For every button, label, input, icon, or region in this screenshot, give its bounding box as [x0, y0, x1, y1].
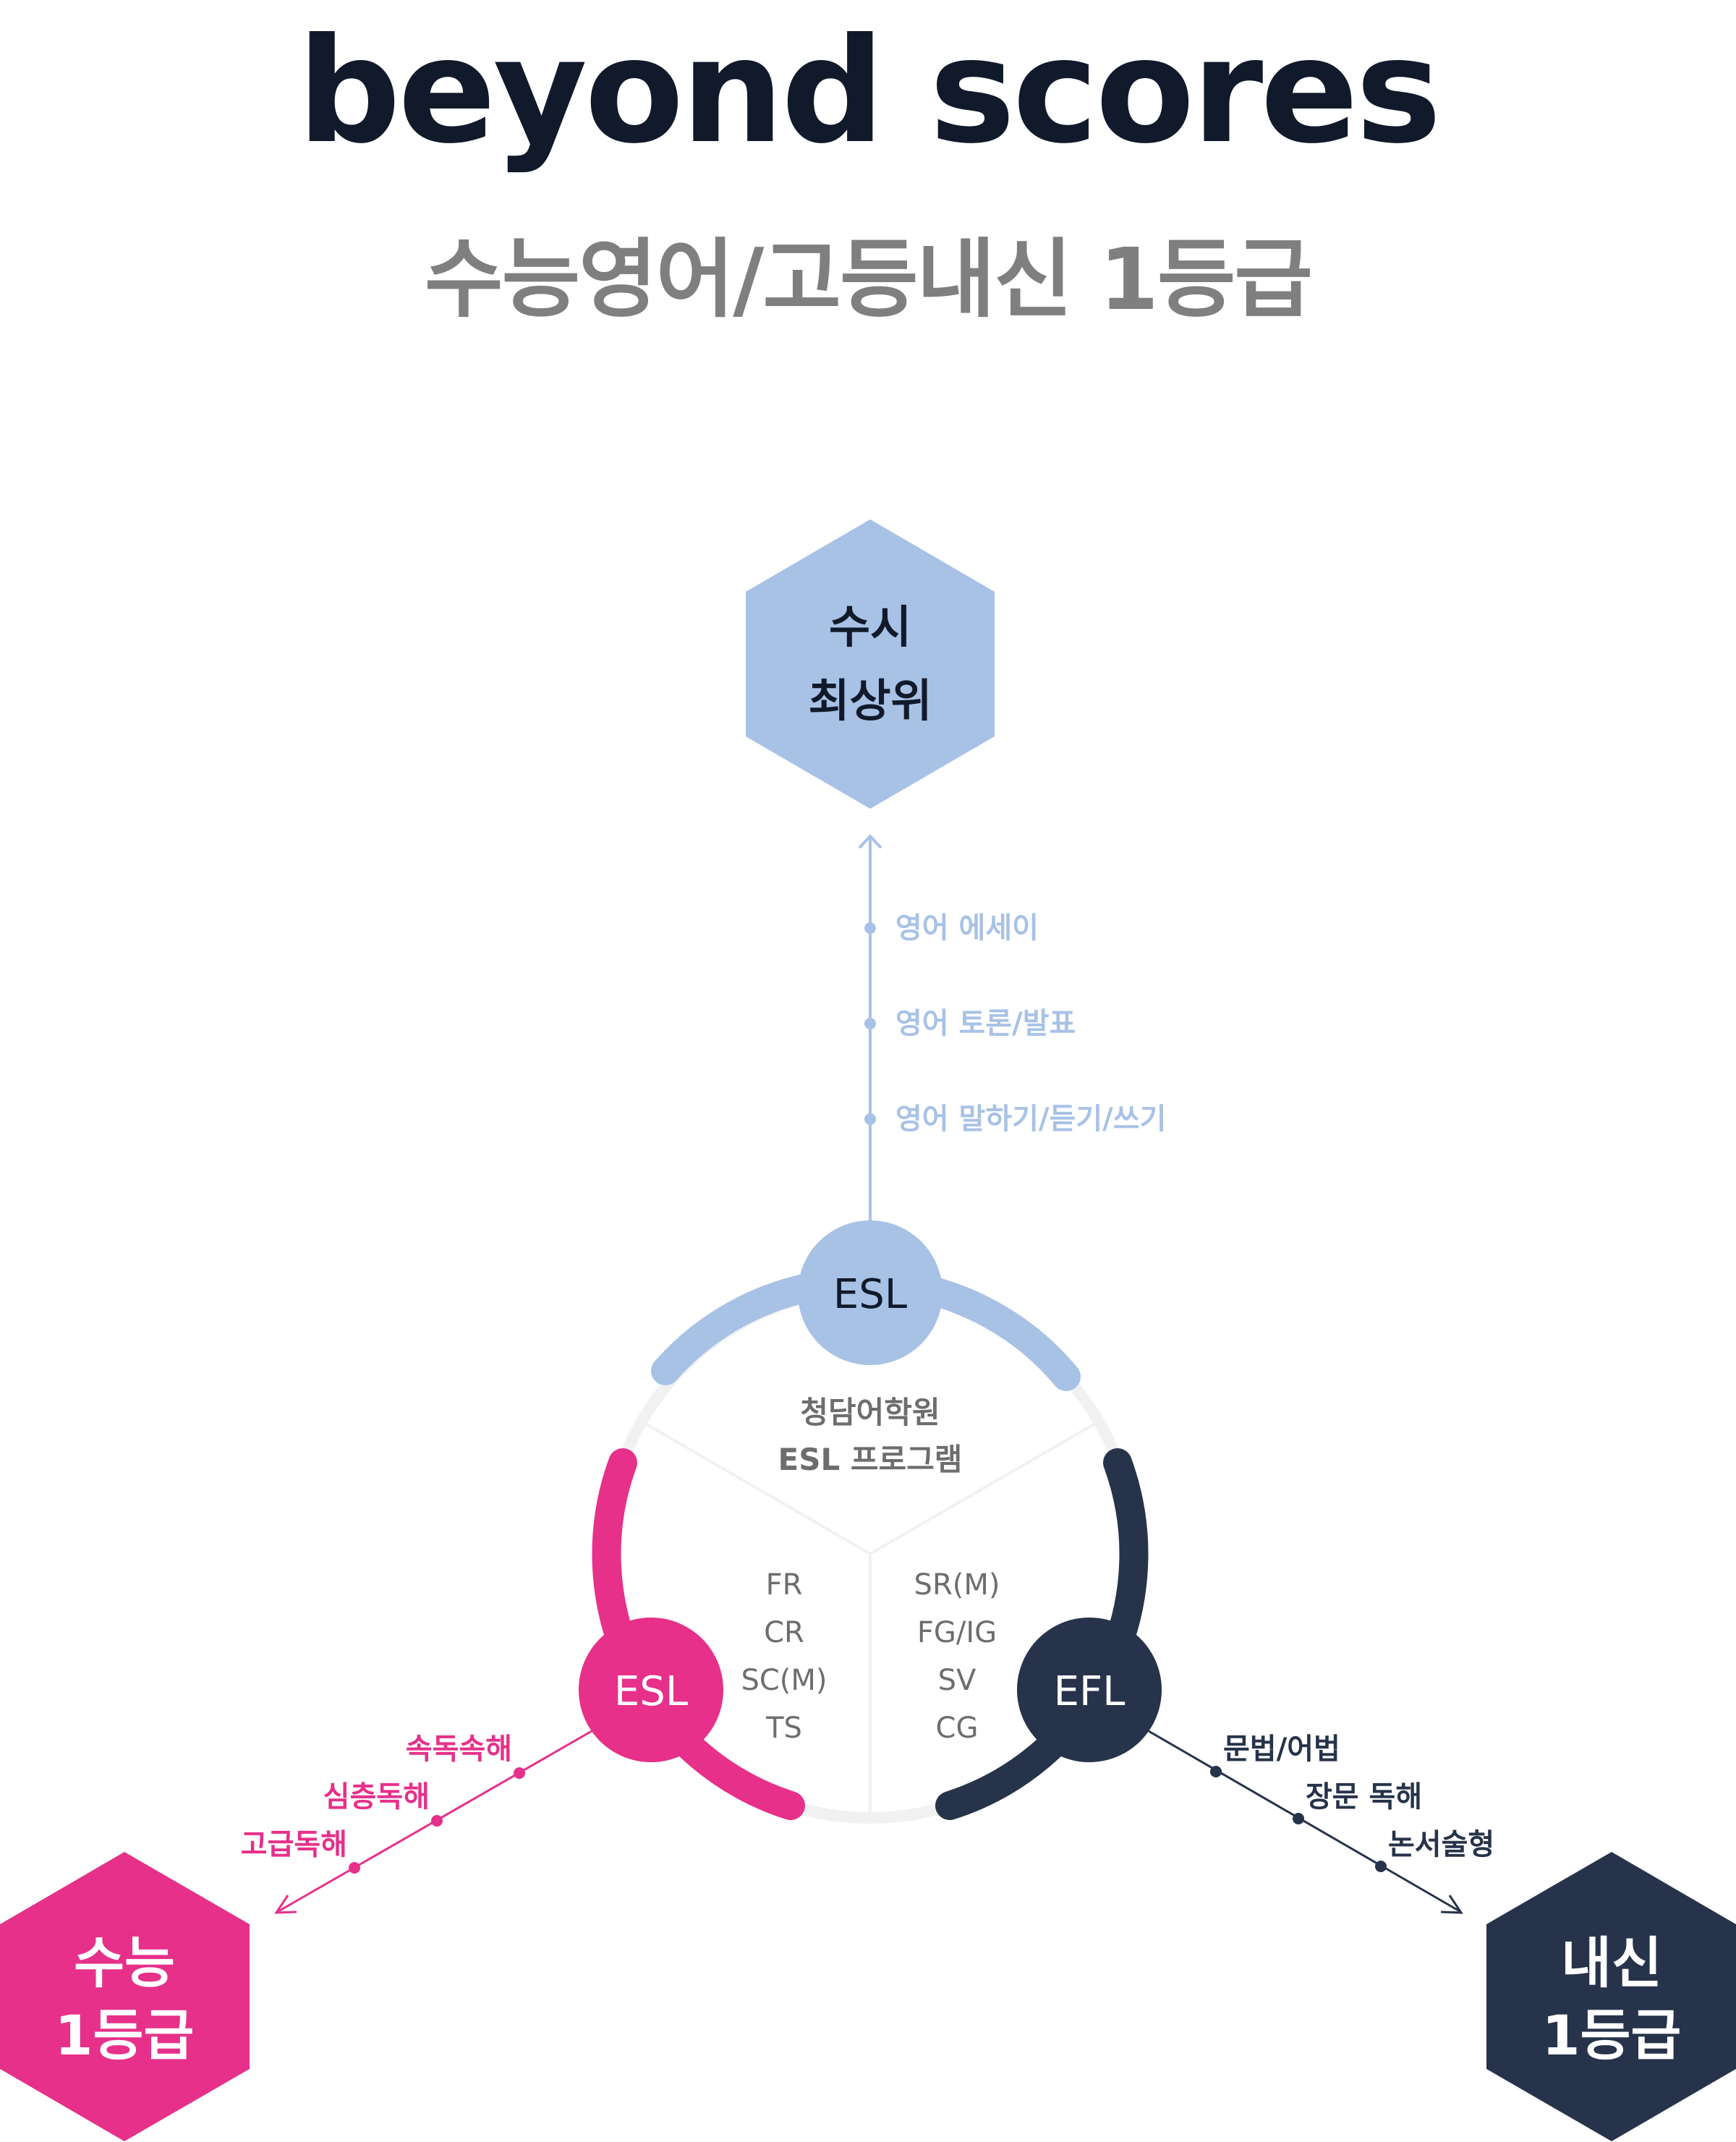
- node-top-label: ESL: [833, 1271, 907, 1318]
- top-path-label: 영어 토론/발표: [895, 1007, 1076, 1040]
- center-info: 청담어학원 ESL 프로그램 FR CR SC(M) TS SR(M) FG/I…: [741, 1395, 1000, 1745]
- right-course-code: FG/IG: [917, 1616, 997, 1649]
- top-path-dot: [864, 922, 876, 934]
- left-path-dot: [431, 1815, 443, 1827]
- right-path-label: 논서술형: [1388, 1828, 1494, 1861]
- left-course-code: TS: [765, 1712, 802, 1745]
- node-right: EFL: [1017, 1618, 1162, 1762]
- right-course-code: SV: [938, 1664, 977, 1697]
- page-subtitle: 수능영어/고등내신 1등급: [425, 229, 1313, 329]
- right-path-label: 문법/어법: [1223, 1733, 1340, 1766]
- left-course-code: SC(M): [741, 1664, 827, 1697]
- right-path-dot: [1210, 1766, 1222, 1777]
- goal-right-line1: 내신: [1561, 1931, 1662, 1995]
- right-path-dot: [1293, 1813, 1304, 1824]
- node-left-label: ESL: [614, 1668, 688, 1715]
- node-right-label: EFL: [1054, 1668, 1126, 1715]
- node-top: ESL: [798, 1220, 943, 1365]
- goal-right-line2: 1등급: [1542, 2003, 1682, 2067]
- page-title: beyond scores: [297, 7, 1442, 176]
- left-course-code: CR: [764, 1616, 804, 1649]
- top-path-dot: [864, 1018, 876, 1029]
- right-path: 문법/어법 장문 독해 논서술형: [1148, 1730, 1494, 1914]
- left-path-dot: [349, 1862, 360, 1874]
- right-course-code: SR(M): [914, 1568, 1000, 1602]
- goal-left-hexagon: 수능 1등급: [0, 1852, 250, 2141]
- goal-top-line2: 최상위: [808, 674, 932, 727]
- top-path: 영어 에세이 영어 토론/발표 영어 말하기/듣기/쓰기: [858, 834, 1166, 1223]
- left-path-label: 심층독해: [323, 1780, 430, 1814]
- right-course-code: CG: [936, 1712, 979, 1745]
- goal-left-line1: 수능: [74, 1931, 175, 1995]
- top-path-dot: [864, 1113, 876, 1125]
- left-path-label: 고급독해: [241, 1828, 347, 1861]
- right-path-dot: [1375, 1861, 1387, 1872]
- top-path-label: 영어 에세이: [895, 911, 1039, 945]
- right-path-label: 장문 독해: [1306, 1780, 1422, 1814]
- left-course-code: FR: [766, 1568, 803, 1602]
- goal-top-hexagon: 수시 최상위: [746, 519, 995, 809]
- goal-right-hexagon: 내신 1등급: [1486, 1852, 1736, 2141]
- left-path: 속독속해 심층독해 고급독해: [241, 1730, 592, 1914]
- left-path-dot: [514, 1767, 525, 1779]
- goal-top-line1: 수시: [829, 600, 911, 653]
- top-path-label: 영어 말하기/듣기/쓰기: [895, 1102, 1166, 1136]
- node-left: ESL: [579, 1618, 723, 1762]
- center-title-line2: ESL 프로그램: [778, 1442, 963, 1477]
- center-title-line1: 청담어학원: [800, 1395, 940, 1430]
- goal-left-line2: 1등급: [55, 2003, 195, 2067]
- left-path-label: 속독속해: [406, 1733, 512, 1766]
